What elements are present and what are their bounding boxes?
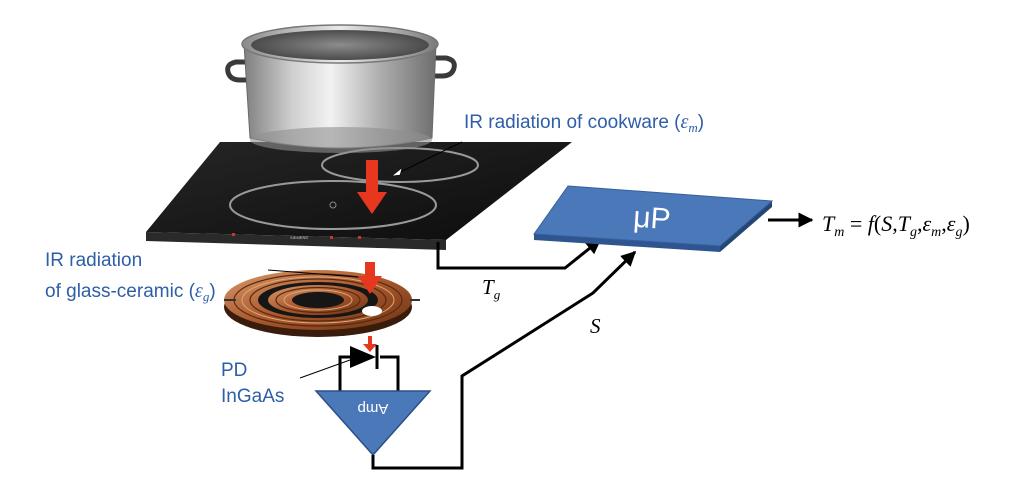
tg-label: Tg [482, 275, 501, 302]
induction-hob: SIEMENS [146, 142, 572, 250]
microprocessor-top [533, 185, 774, 247]
hob-zone-center-mark [329, 201, 337, 209]
hob-top-surface [146, 142, 572, 240]
pot-bottom [250, 127, 432, 153]
ir-glass-label-line1: IR radiation [45, 250, 142, 271]
ir-to-photodiode-arrow [363, 336, 377, 352]
ir-glass-label-line2: of glass-ceramic (εg) [45, 280, 216, 304]
photodiode-circuit [338, 355, 400, 392]
hob-front-edge [146, 232, 446, 250]
induction-coil [224, 270, 420, 337]
amp-label: Amp [358, 400, 389, 417]
glass-label-pointer [267, 269, 359, 278]
output-formula: Tm = f(S,Tg,εm,εg) [822, 211, 970, 240]
coil-sensor-window [362, 306, 382, 316]
ir-glass-arrow [358, 262, 382, 294]
pot-inside [251, 30, 429, 60]
photodiode-symbol [350, 345, 379, 369]
amplifier: Amp [314, 390, 432, 457]
cookware-pot [225, 24, 457, 153]
microprocessor-label: μP [632, 201, 672, 237]
signal-s-wire [371, 250, 637, 470]
pot-left-handle [225, 59, 253, 83]
hob-controls [232, 233, 361, 239]
signal-tg-wire [436, 238, 602, 270]
cookware-label-pointer-tip [391, 167, 403, 177]
cookware-label-pointer [391, 141, 463, 177]
pd-label-pointer [299, 359, 351, 379]
microprocessor: μP [533, 185, 774, 252]
ir-cookware-label: IR radiation of cookware (εm) [464, 111, 704, 135]
hob-front-zone [229, 180, 437, 230]
hob-brand-label: SIEMENS [290, 235, 308, 240]
s-label: S [590, 314, 601, 338]
pd-label-line1: PD [221, 360, 247, 381]
pot-right-handle [429, 55, 457, 79]
pd-label-line2: InGaAs [221, 386, 284, 407]
ir-cookware-arrow [357, 160, 387, 214]
